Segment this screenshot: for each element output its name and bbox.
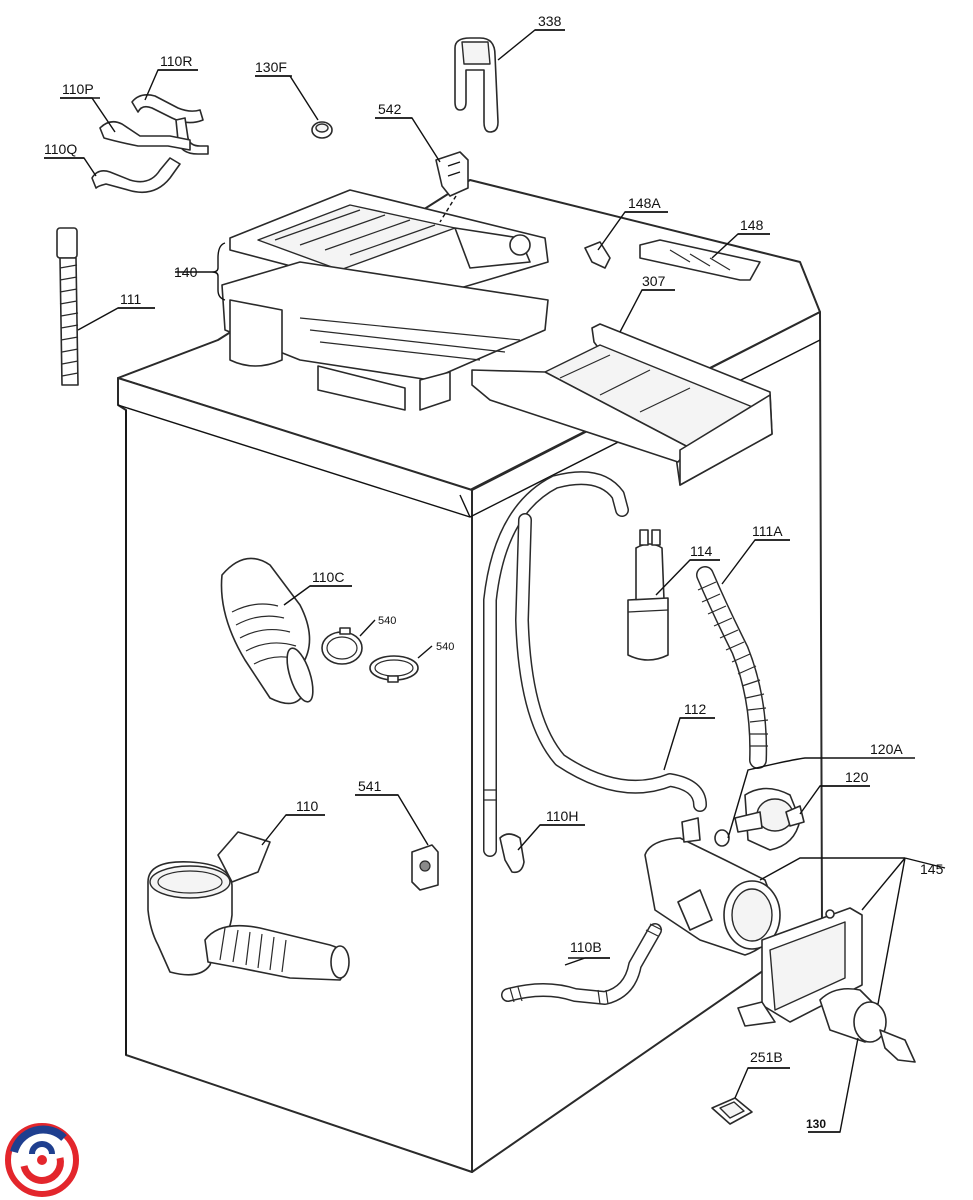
detergent-drawer-307: [471, 323, 773, 486]
threaded-rod-111: [56, 227, 79, 386]
label-120: 120: [845, 769, 869, 785]
label-110Q: 110Q: [44, 141, 77, 157]
clip-148A: [584, 241, 611, 269]
label-541: 541: [358, 778, 382, 794]
foot-251B: [711, 1097, 753, 1125]
pump-assembly: [644, 817, 781, 956]
label-111: 111: [120, 291, 141, 307]
drain-hose-112: [483, 471, 707, 857]
label-338: 338: [538, 13, 562, 29]
label-114: 114: [690, 543, 713, 559]
clamp-540-a: [321, 627, 363, 665]
cover-148: [639, 239, 761, 281]
label-148: 148: [740, 217, 764, 233]
hose-110H: [499, 833, 525, 874]
hose-111A: [696, 566, 769, 769]
label-110C: 110C: [312, 569, 344, 585]
swirl-logo-icon: [5, 1123, 79, 1197]
label-110H: 110H: [546, 808, 578, 824]
clamp-540-b: [369, 655, 419, 683]
label-110: 110: [296, 798, 319, 814]
label-underlines: [44, 29, 915, 1133]
label-110B: 110B: [570, 939, 602, 955]
label-540-b: 540: [436, 641, 454, 653]
filter-housing-145: [737, 907, 916, 1063]
bellows-110C: [220, 557, 314, 705]
dispenser-housing-140: [221, 189, 549, 411]
clip-542: [435, 151, 469, 223]
label-130: 130: [806, 1117, 826, 1131]
sensor-114: [627, 529, 669, 661]
label-110R: 110R: [160, 53, 192, 69]
label-542: 542: [378, 101, 402, 117]
hose-110B: [501, 923, 663, 1005]
label-110P: 110P: [62, 81, 94, 97]
label-112: 112: [684, 701, 707, 717]
hose-338: [454, 37, 499, 133]
label-307: 307: [642, 273, 666, 289]
label-140: 140: [174, 264, 198, 280]
hose-110Q: [91, 157, 181, 194]
pump-120: [734, 787, 805, 851]
bracket-541: [411, 844, 439, 891]
label-145: 145: [920, 861, 944, 877]
label-251B: 251B: [750, 1049, 783, 1065]
cap-130F: [311, 121, 333, 139]
label-120A: 120A: [870, 741, 903, 757]
label-111A: 111A: [752, 523, 783, 539]
label-130F: 130F: [255, 59, 287, 75]
label-540-a: 540: [378, 615, 396, 627]
label-148A: 148A: [628, 195, 661, 211]
drain-elbow-110: [147, 831, 350, 981]
part-labels: 338 110R 110P 130F 542 110Q 148A 148 140…: [44, 13, 944, 1131]
o-ring-120A: [714, 829, 730, 847]
